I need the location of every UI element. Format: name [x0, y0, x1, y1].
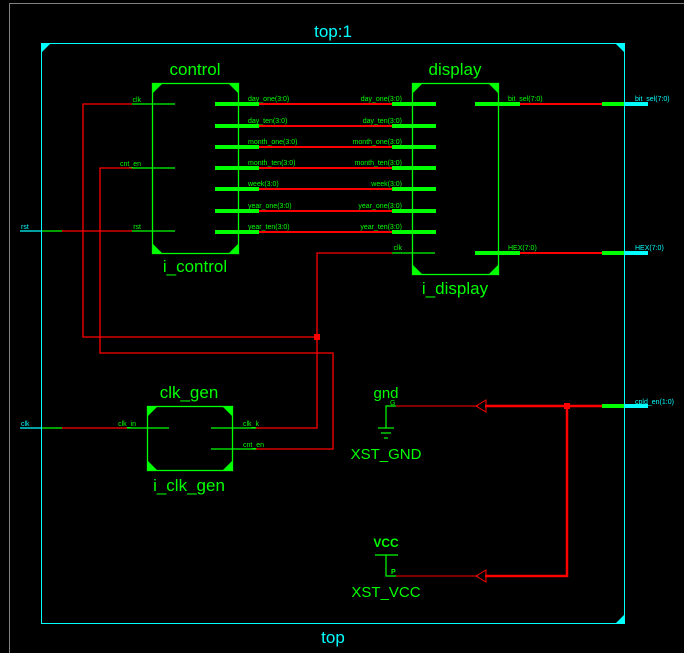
- bus-ripper-icon: [475, 569, 487, 583]
- port-label: rst: [21, 224, 29, 231]
- pin-label: day_one(3:0): [361, 96, 402, 103]
- block-type-label: display: [429, 60, 482, 79]
- block-body: [146, 405, 234, 472]
- pin-label: HEX(7:0): [508, 245, 537, 252]
- block-control[interactable]: control i_control clk cnt_en rst day_one…: [120, 60, 297, 276]
- net-clk-k-display[interactable]: [254, 252, 392, 429]
- block-instance-label: i_control: [163, 257, 227, 276]
- top-module-name: top: [321, 628, 345, 647]
- pin-label: clk_k: [243, 421, 259, 428]
- pin-label: week(3:0): [370, 181, 402, 188]
- pin-label: year_ten(3:0): [360, 224, 402, 231]
- output-port-hex[interactable]: HEX(7:0): [602, 245, 664, 255]
- nets: [62, 103, 604, 578]
- corner-mark: [41, 43, 51, 53]
- output-port-cpld-en[interactable]: cpld_en(1:0): [602, 399, 674, 408]
- block-display[interactable]: display i_display day_one(3:0) day_ten(3…: [353, 60, 543, 298]
- net-clk-k-control[interactable]: [82, 103, 317, 338]
- pin-label: clk: [393, 245, 402, 252]
- vcc-instance-label: XST_VCC: [351, 584, 420, 601]
- pin-label: cnt_en: [243, 442, 264, 449]
- corner-mark: [615, 43, 625, 53]
- port-label: bit_sel(7:0): [635, 96, 670, 103]
- net-junction: [564, 403, 570, 409]
- block-instance-label: i_display: [422, 279, 489, 298]
- pin-label: rst: [133, 224, 141, 231]
- net-cpld-en-vcc[interactable]: [485, 406, 569, 578]
- corner-mark: [615, 614, 625, 624]
- pin-label: day_one(3:0): [248, 96, 289, 103]
- block-clk-gen[interactable]: clk_gen i_clk_gen clk_in clk_k cnt_en: [118, 383, 264, 495]
- gnd-type-label: gnd: [373, 385, 398, 402]
- block-body: [411, 82, 500, 276]
- pin-label: day_ten(3:0): [363, 118, 402, 125]
- block-instance-label: i_clk_gen: [153, 476, 225, 495]
- pin-label: clk_in: [118, 421, 136, 428]
- port-label: clk: [21, 421, 30, 428]
- port-label: HEX(7:0): [635, 245, 664, 252]
- pin-label: year_ten(3:0): [248, 224, 290, 231]
- top-module[interactable]: top:1 top: [41, 22, 625, 647]
- top-module-border: [41, 43, 625, 624]
- vcc-symbol[interactable]: VCC P XST_VCC: [351, 536, 420, 601]
- input-port-rst[interactable]: rst: [20, 224, 62, 232]
- gnd-symbol[interactable]: gnd G XST_GND: [351, 385, 422, 463]
- pin-label: month_one(3:0): [353, 139, 402, 146]
- canvas-frame: [9, 3, 684, 653]
- block-type-label: control: [169, 60, 220, 79]
- pin-label: month_ten(3:0): [355, 160, 402, 167]
- pin-label: G: [390, 400, 395, 407]
- vcc-type-label: VCC: [373, 536, 399, 550]
- bus-ripper-icon: [475, 399, 487, 413]
- top-module-title: top:1: [314, 22, 352, 41]
- gnd-instance-label: XST_GND: [351, 446, 422, 463]
- pin-label: cnt_en: [120, 161, 141, 168]
- pin-label: year_one(3:0): [248, 203, 292, 210]
- output-port-bit-sel[interactable]: bit_sel(7:0): [602, 96, 670, 106]
- pin-label: month_one(3:0): [248, 139, 297, 146]
- net-cnt-en[interactable]: [99, 167, 334, 450]
- net-junction: [314, 334, 320, 340]
- port-label: cpld_en(1:0): [635, 399, 674, 406]
- block-type-label: clk_gen: [160, 383, 219, 402]
- pin-label: clk: [132, 97, 141, 104]
- pin-label: week(3:0): [247, 181, 279, 188]
- input-port-clk[interactable]: clk: [20, 421, 62, 429]
- pin-label: month_ten(3:0): [248, 160, 295, 167]
- pin-label: year_one(3:0): [358, 203, 402, 210]
- pin-label: bit_sel(7:0): [508, 96, 543, 103]
- pin-label: P: [391, 569, 396, 576]
- pin-label: day_ten(3:0): [248, 118, 287, 125]
